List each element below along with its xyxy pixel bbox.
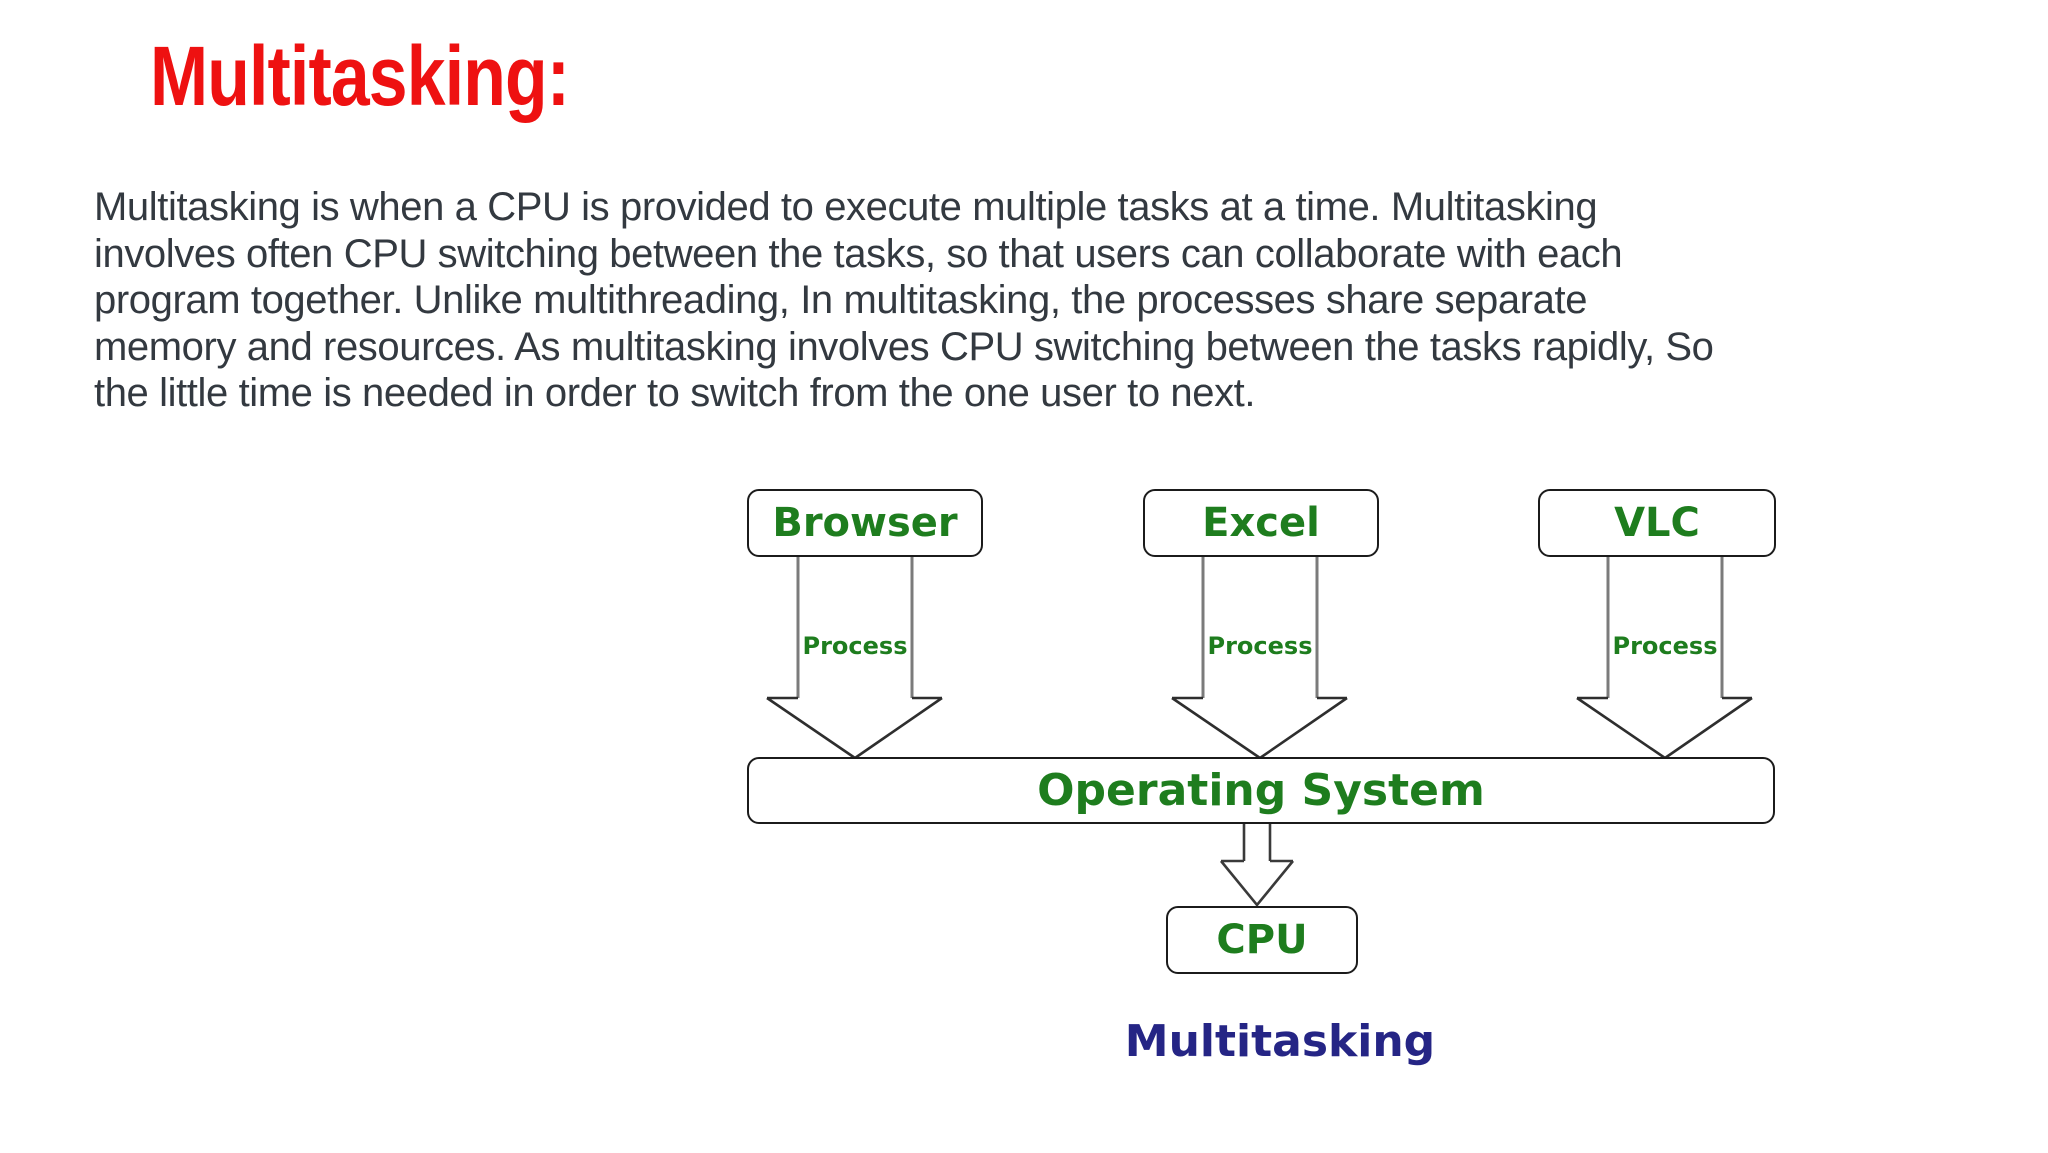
paragraph-line: the little time is needed in order to sw… (94, 371, 1256, 415)
app-box-browser: Browser (747, 489, 983, 557)
body-paragraph: Multitasking is when a CPU is provided t… (94, 184, 1954, 417)
os-to-cpu-arrow-icon (1219, 822, 1295, 908)
process-arrow-icon (766, 552, 943, 760)
process-arrow-icon (1171, 552, 1348, 760)
process-arrow-label: Process (1207, 632, 1313, 660)
app-box-excel: Excel (1143, 489, 1379, 557)
cpu-box: CPU (1166, 906, 1358, 974)
operating-system-box: Operating System (747, 757, 1775, 824)
paragraph-line: memory and resources. As multitasking in… (94, 324, 1714, 369)
paragraph-line: program together. Unlike multithreading,… (94, 278, 1588, 322)
operating-system-label: Operating System (1037, 765, 1485, 816)
app-box-label: Excel (1202, 500, 1320, 546)
app-box-label: Browser (772, 500, 958, 546)
process-arrow-label: Process (1612, 632, 1718, 660)
app-box-label: VLC (1614, 500, 1700, 546)
app-box-vlc: VLC (1538, 489, 1776, 557)
paragraph-line: Multitasking is when a CPU is provided t… (94, 185, 1598, 229)
process-arrow-label: Process (802, 632, 908, 660)
diagram-caption: Multitasking (1124, 1016, 1436, 1067)
page-title: Multitasking: (150, 29, 570, 123)
paragraph-line: involves often CPU switching between the… (94, 231, 1623, 276)
cpu-label: CPU (1216, 917, 1308, 963)
